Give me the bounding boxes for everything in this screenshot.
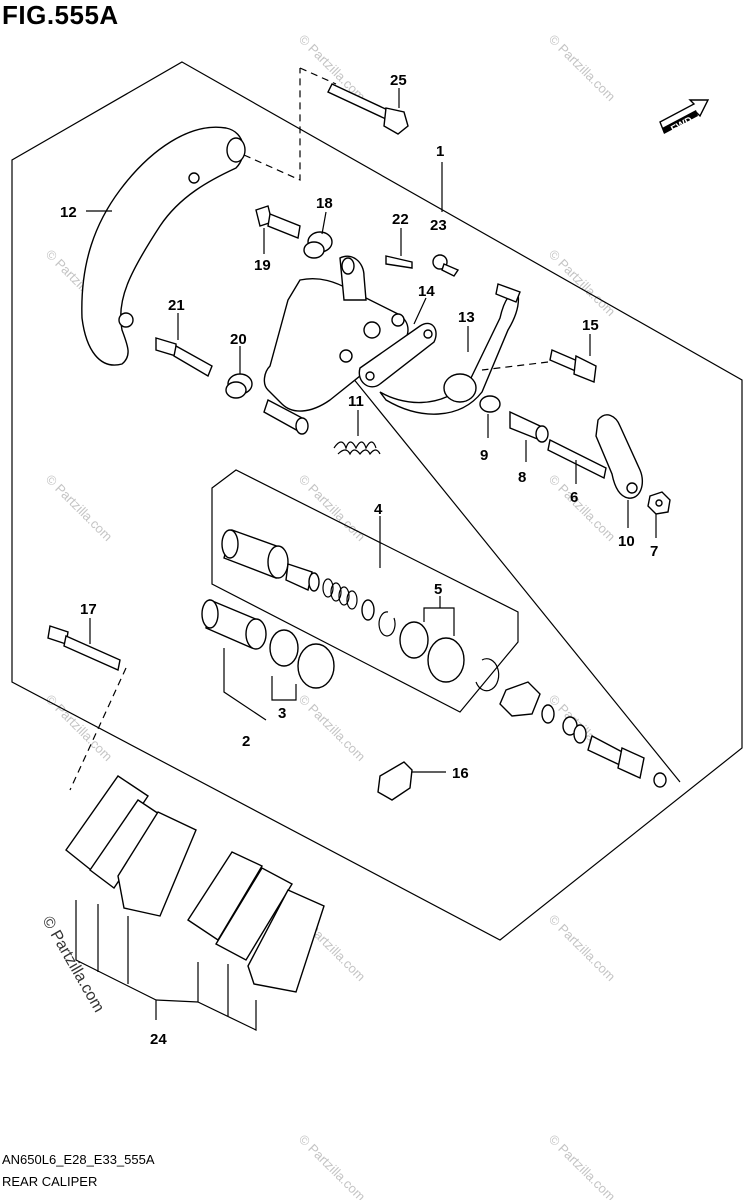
lever-10 — [595, 414, 644, 499]
callout-labels: 25 1 12 18 22 23 19 14 21 13 15 20 11 9 … — [60, 72, 658, 1048]
watermark: © Partzilla.com — [546, 1132, 619, 1200]
circlip — [378, 611, 396, 637]
brake-pad-set-24 — [65, 775, 325, 993]
assembly-line — [347, 371, 681, 783]
callout-19: 19 — [254, 257, 271, 274]
callout-23: 23 — [430, 217, 447, 234]
circlip-outer — [475, 658, 500, 692]
watermark: © Partzilla.com — [546, 32, 619, 105]
callout-16: 16 — [452, 765, 469, 782]
callout-25: 25 — [390, 72, 407, 89]
fwd-arrow-icon: FWD — [659, 99, 710, 135]
callout-8: 8 — [518, 469, 526, 486]
nut-7 — [647, 491, 671, 515]
piston-set-box-4 — [211, 469, 519, 713]
watermark: © Partzilla.com — [296, 692, 369, 765]
leader — [321, 211, 327, 235]
leader-bracket — [271, 676, 297, 701]
piston-sleeve — [221, 529, 289, 579]
ring-5b — [427, 637, 465, 683]
pin-17 — [47, 625, 121, 671]
callout-2: 2 — [242, 733, 250, 750]
callout-17: 17 — [80, 601, 97, 618]
plate-14 — [358, 322, 437, 388]
watermark: © Partzilla.com — [43, 472, 116, 545]
leader-bracket — [75, 900, 157, 1020]
callout-13: 13 — [458, 309, 475, 326]
piston-spring — [322, 578, 358, 610]
leader-bracket — [223, 648, 267, 721]
adjuster-assembly — [499, 681, 667, 788]
boot-20 — [225, 373, 253, 399]
leader-bracket — [423, 607, 455, 636]
figure-code: AN650L6_E28_E33_555A — [2, 1152, 155, 1167]
cap-23 — [432, 254, 460, 277]
figure-name: REAR CALIPER — [2, 1174, 98, 1189]
caliper-body — [263, 255, 409, 435]
assembly-outline-1 — [11, 61, 743, 941]
leader-bracket — [197, 962, 257, 1031]
callout-5: 5 — [434, 581, 442, 598]
piston-insert — [285, 563, 320, 592]
leader-dash — [299, 67, 337, 85]
callout-3: 3 — [278, 705, 286, 722]
piston-2 — [201, 599, 267, 650]
callout-9: 9 — [480, 447, 488, 464]
leader — [155, 999, 199, 1003]
callout-7: 7 — [650, 543, 658, 560]
adjuster-8 — [509, 410, 549, 443]
ring-3a — [269, 629, 299, 667]
bolt-25 — [327, 83, 409, 135]
seal-ring — [361, 599, 375, 621]
boot-18 — [303, 231, 333, 259]
watermark: © Partzilla.com — [546, 912, 619, 985]
watermark-main: © Partzilla.com — [39, 914, 108, 1016]
watermark: © Partzilla.com — [546, 247, 619, 320]
callout-1: 1 — [436, 143, 444, 160]
callout-20: 20 — [230, 331, 247, 348]
callout-15: 15 — [582, 317, 599, 334]
bolt-15 — [549, 349, 597, 383]
callout-6: 6 — [570, 489, 578, 506]
callout-4: 4 — [374, 501, 383, 518]
leader — [413, 297, 427, 325]
watermark: © Partzilla.com — [296, 1132, 369, 1200]
figure-title: FIG.555A — [2, 0, 119, 30]
callout-11: 11 — [348, 393, 364, 410]
watermark: © Partzilla.com — [296, 472, 369, 545]
ring-3b — [297, 643, 335, 689]
leader-dash — [69, 667, 127, 791]
callout-10: 10 — [618, 533, 635, 550]
callout-22: 22 — [392, 211, 409, 228]
watermark: © Partzilla.com — [43, 692, 116, 765]
clip-16 — [377, 761, 413, 801]
pin-21 — [155, 337, 213, 378]
pin-19 — [255, 205, 301, 239]
ring-9 — [479, 395, 501, 413]
ring-5a — [399, 621, 429, 659]
caliper-bracket-12 — [81, 126, 246, 366]
callout-14: 14 — [418, 283, 435, 300]
callout-24: 24 — [150, 1031, 167, 1048]
spring-11 — [333, 441, 381, 456]
bleeder-22 — [385, 255, 413, 269]
callout-18: 18 — [316, 195, 333, 212]
callout-12: 12 — [60, 204, 77, 221]
screw-6 — [547, 438, 607, 480]
leader-dash — [243, 68, 301, 181]
callout-21: 21 — [168, 297, 185, 314]
watermark: © Partzilla.com — [546, 472, 619, 545]
lever-arm-13 — [379, 283, 521, 415]
